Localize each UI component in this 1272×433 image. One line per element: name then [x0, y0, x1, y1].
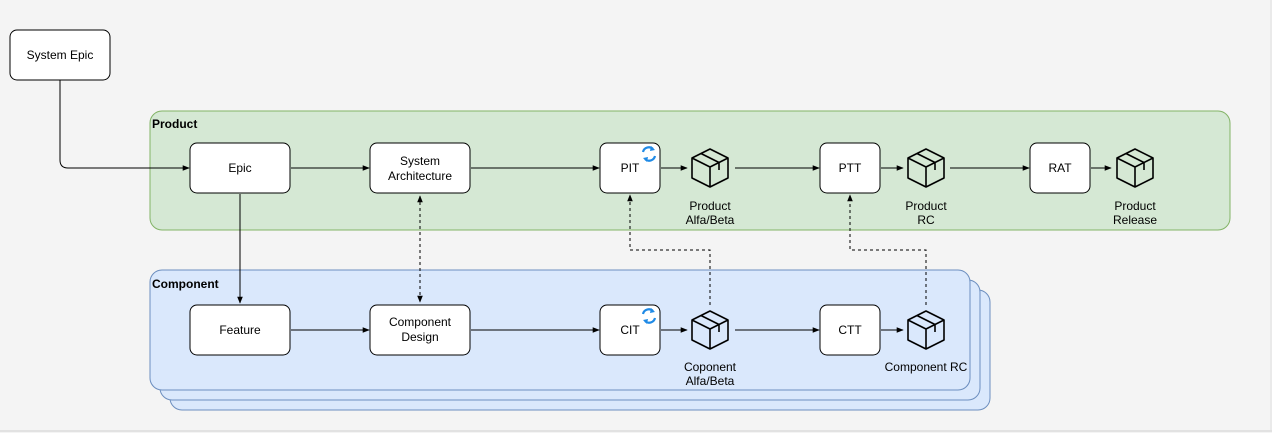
edges-solid	[59, 80, 1112, 333]
rat-label: RAT	[1048, 161, 1072, 175]
edges-dashed	[417, 194, 927, 305]
node-feature[interactable]: Feature	[189, 304, 291, 356]
node-ptt[interactable]: PTT	[819, 142, 881, 194]
component-alfa-beta-label-line2: Alfa/Beta	[686, 374, 735, 388]
product-rc-label-line1: Product	[905, 199, 947, 213]
feature-label: Feature	[219, 323, 261, 337]
product-alfa-beta-label-line1: Product	[689, 199, 731, 213]
package-component-alfa-beta[interactable]: Coponent Alfa/Beta	[684, 310, 737, 388]
cit-label: CIT	[620, 323, 640, 337]
ptt-label: PTT	[839, 161, 862, 175]
component-group-label: Component	[152, 277, 219, 291]
edge-component-rc-to-ptt	[847, 194, 927, 305]
component-design-label-line2: Design	[401, 330, 438, 344]
system-architecture-label-line2: Architecture	[388, 169, 452, 183]
node-system-architecture[interactable]: System Architecture	[369, 142, 471, 194]
product-alfa-beta-label-line2: Alfa/Beta	[686, 213, 735, 227]
package-product-release[interactable]: Product Release	[1113, 148, 1157, 227]
node-cit[interactable]: CIT	[599, 304, 661, 356]
product-release-label-line1: Product	[1114, 199, 1156, 213]
edge-component-alfa-beta-to-pit	[627, 194, 711, 305]
component-design-label-line1: Component	[389, 315, 452, 329]
node-ctt[interactable]: CTT	[819, 304, 881, 356]
system-architecture-label-line1: System	[400, 154, 440, 168]
package-product-alfa-beta[interactable]: Product Alfa/Beta	[686, 148, 735, 227]
node-system-epic[interactable]: System Epic	[9, 29, 111, 81]
node-rat[interactable]: RAT	[1029, 142, 1091, 194]
component-rc-label: Component RC	[885, 360, 968, 374]
product-group-label: Product	[152, 117, 197, 131]
node-pit[interactable]: PIT	[599, 142, 661, 194]
product-release-label-line2: Release	[1113, 213, 1157, 227]
system-epic-label: System Epic	[27, 48, 94, 62]
pit-label: PIT	[621, 161, 640, 175]
package-product-rc[interactable]: Product RC	[905, 148, 947, 227]
component-alfa-beta-label-line1: Coponent	[684, 360, 737, 374]
node-component-design[interactable]: Component Design	[369, 304, 471, 356]
node-epic[interactable]: Epic	[189, 142, 291, 194]
edge-system-epic-to-epic	[59, 80, 190, 171]
ctt-label: CTT	[838, 323, 862, 337]
epic-label: Epic	[228, 161, 251, 175]
product-rc-label-line2: RC	[917, 213, 935, 227]
package-component-rc[interactable]: Component RC	[885, 310, 968, 374]
